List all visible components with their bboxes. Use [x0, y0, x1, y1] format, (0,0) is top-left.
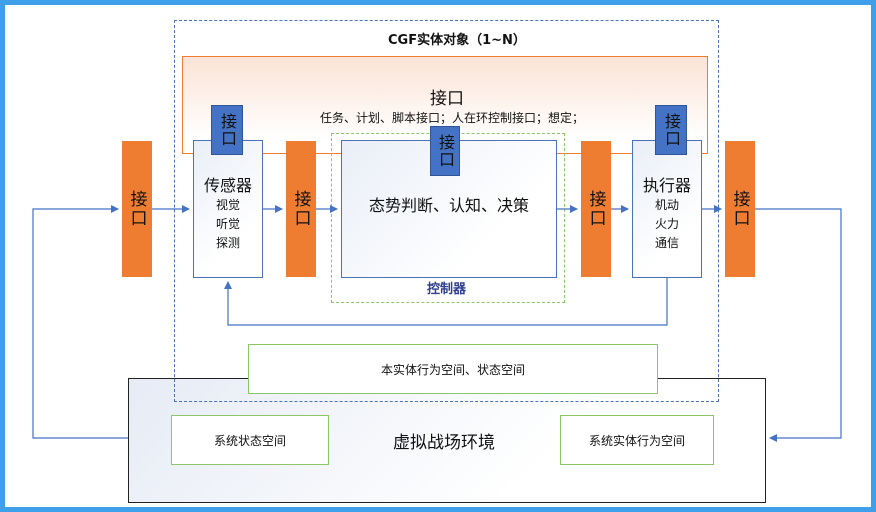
cgf-title: CGF实体对象（1~N） [388, 33, 526, 48]
sensor-item-1: 听觉 [216, 217, 241, 231]
interface-bar-right: 接口 [725, 141, 755, 277]
arrow-right-interface-to-env [755, 208, 842, 442]
interface-tab-sensor: 接口 [211, 105, 243, 155]
interface-tab-decision: 接口 [430, 126, 460, 176]
environment-title: 虚拟战场环境 [393, 433, 495, 453]
controller-label: 控制器 [427, 282, 467, 297]
interface-bar-decision-actuator: 接口 [581, 141, 611, 277]
sensor-item-2: 探测 [216, 236, 241, 250]
actuator-item-0: 机动 [655, 198, 680, 212]
sensor-item-0: 视觉 [216, 198, 241, 212]
entity-space-box: 本实体行为空间、状态空间 [248, 344, 658, 394]
actuator-title: 执行器 [643, 176, 692, 195]
actuator-item-2: 通信 [655, 236, 680, 250]
actuator-item-1: 火力 [655, 217, 680, 231]
sensor-title: 传感器 [204, 176, 253, 195]
system-state-box: 系统状态空间 [171, 415, 329, 465]
interface-band-subtitle: 任务、计划、脚本接口；人在环控制接口；想定； [320, 111, 585, 125]
system-behavior-box: 系统实体行为空间 [560, 415, 714, 465]
interface-bar-left: 接口 [122, 141, 152, 277]
interface-tab-actuator: 接口 [655, 105, 687, 155]
interface-bar-sensor-decision: 接口 [286, 141, 316, 277]
interface-band-title: 接口 [430, 89, 464, 109]
arrow-env-to-left-interface [32, 205, 128, 439]
arrow-actuator-feedback-to-sensor [224, 278, 668, 326]
decision-title: 态势判断、认知、决策 [369, 196, 530, 215]
connector-arrows [32, 205, 842, 442]
actuator-box [632, 140, 702, 278]
